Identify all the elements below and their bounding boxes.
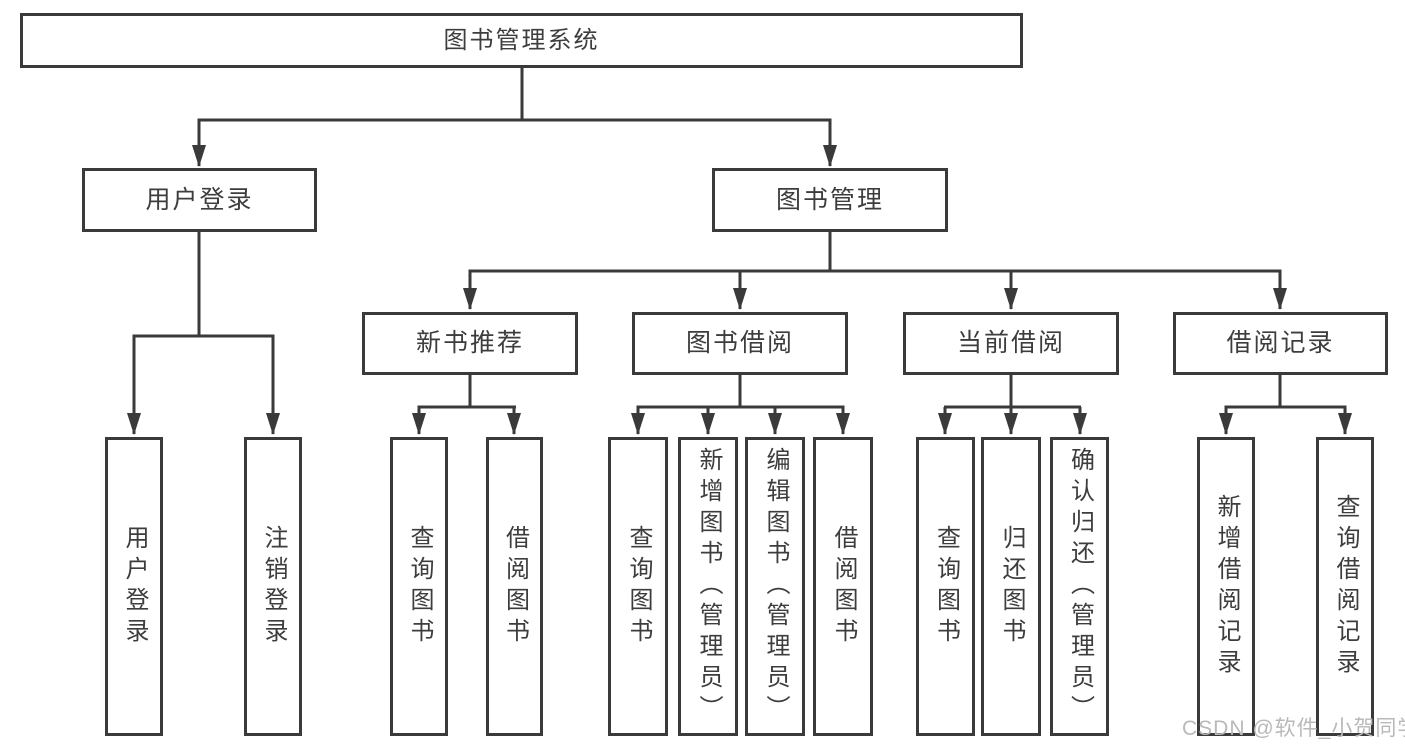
node-book-management: 图书管理 [712, 168, 948, 232]
node-leaf-query-book-2: 查询图书 [608, 437, 668, 736]
node-leaf-borrow-book-1: 借阅图书 [486, 437, 543, 736]
node-leaf-add-borrow-record: 新增借阅记录 [1197, 437, 1255, 736]
node-leaf-user-login: 用户登录 [105, 437, 163, 736]
node-current-borrow: 当前借阅 [903, 312, 1119, 375]
node-leaf-query-book-1: 查询图书 [390, 437, 448, 736]
node-leaf-edit-book-admin: 编辑图书（管理员） [745, 437, 805, 736]
node-leaf-query-borrow-record: 查询借阅记录 [1316, 437, 1374, 736]
node-root-library-system: 图书管理系统 [20, 13, 1023, 68]
node-borrow-record: 借阅记录 [1173, 312, 1388, 375]
node-leaf-confirm-return-admin: 确认归还（管理员） [1050, 437, 1109, 736]
node-user-login: 用户登录 [82, 168, 317, 232]
node-leaf-borrow-book-2: 借阅图书 [813, 437, 873, 736]
node-leaf-logout: 注销登录 [244, 437, 302, 736]
node-leaf-return-book: 归还图书 [981, 437, 1041, 736]
node-leaf-add-book-admin: 新增图书（管理员） [678, 437, 738, 736]
node-new-book-recommend: 新书推荐 [362, 312, 578, 375]
node-leaf-query-book-3: 查询图书 [916, 437, 975, 736]
csdn-watermark: CSDN @软件_小贺同学 [1182, 717, 1405, 740]
node-book-borrow: 图书借阅 [632, 312, 848, 375]
